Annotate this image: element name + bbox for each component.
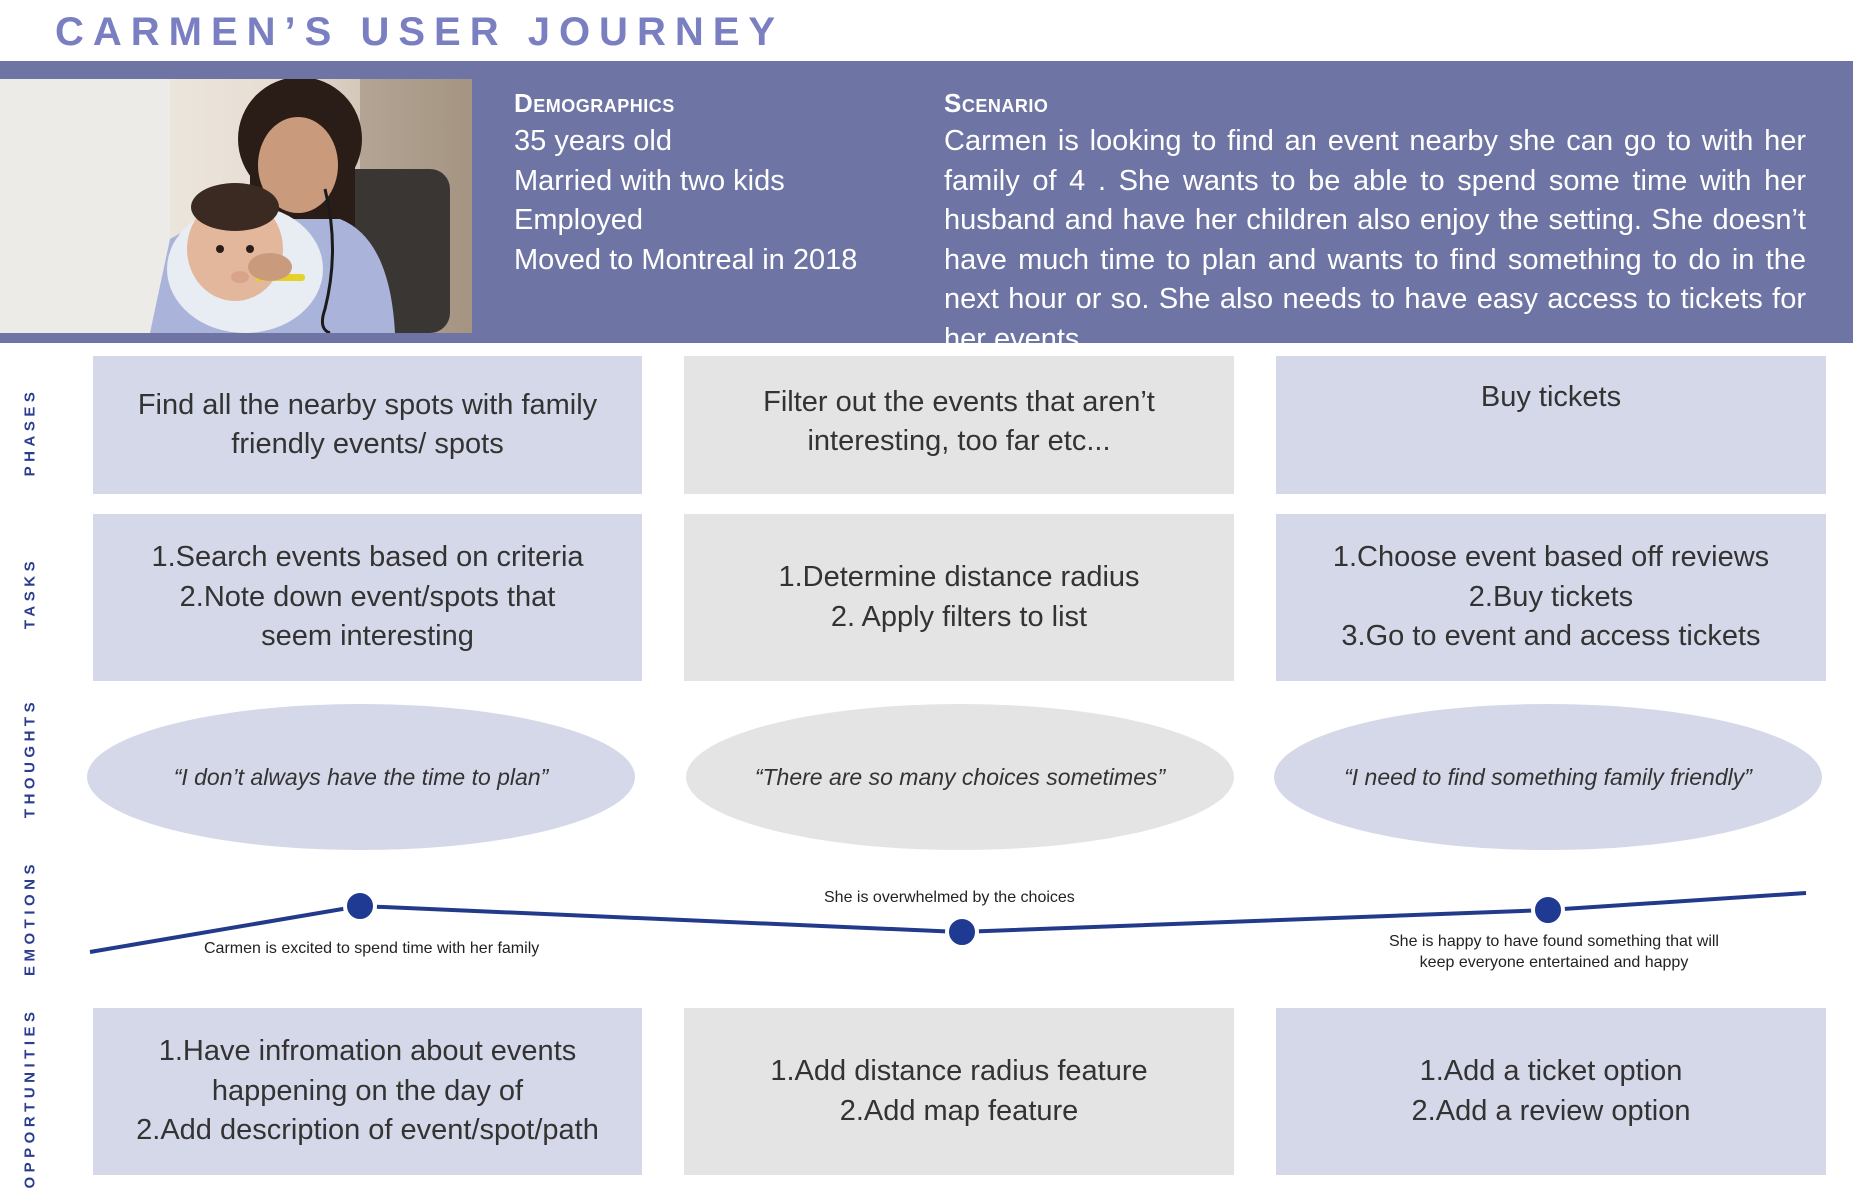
task-item: 3.Go to event and access tickets: [1341, 620, 1761, 653]
task-item: 2.Note down event/spots that seem intere…: [179, 580, 556, 653]
thought-text: “There are so many choices sometimes”: [754, 763, 1166, 790]
task-item: 1.Choose event based off reviews: [1332, 541, 1770, 574]
demographics-heading: Demographics: [514, 88, 675, 118]
opportunity-item: 1.Have infromation about events: [158, 1035, 577, 1068]
task-item: 2. Apply filters to list: [830, 600, 1088, 633]
task-item: 1.Determine distance radius: [778, 561, 1140, 593]
emotion-point: [945, 915, 979, 949]
task-card: 1.Search events based on criteria 2.Note…: [93, 514, 642, 681]
emotion-note-line: She is happy to have found something tha…: [1389, 933, 1719, 950]
demographics-item: Employed: [514, 204, 643, 236]
persona-photo: [0, 79, 472, 333]
thought-text: “I don’t always have the time to plan”: [173, 763, 549, 790]
mother-with-baby-photo-icon: [0, 79, 472, 333]
emotion-point: [1531, 893, 1565, 927]
demographics-item: Moved to Montreal in 2018: [514, 243, 858, 276]
thought-bubble: “I need to find something family friendl…: [1274, 704, 1822, 850]
emotion-note: She is happy to have found something tha…: [1376, 931, 1732, 973]
demographics-item: Married with two kids: [514, 164, 785, 197]
thought-text: “I need to find something family friendl…: [1344, 763, 1752, 790]
emotion-point: [343, 889, 377, 923]
task-card: 1.Choose event based off reviews 2.Buy t…: [1276, 514, 1826, 681]
opportunity-item: 2.Add a review option: [1411, 1094, 1691, 1127]
phase-card: Filter out the events that aren’t intere…: [684, 356, 1234, 494]
opportunity-item: 2.Add map feature: [839, 1094, 1079, 1127]
demographics-item: 35 years old: [514, 125, 672, 157]
thought-bubble: “I don’t always have the time to plan”: [87, 704, 635, 850]
phase-text: Find all the nearby spots with family fr…: [137, 388, 598, 461]
task-item: 2.Buy tickets: [1468, 580, 1634, 613]
phase-card: Find all the nearby spots with family fr…: [93, 356, 642, 494]
opportunity-item: 2.Add description of event/spot/path: [136, 1114, 599, 1147]
task-card: 1.Determine distance radius 2. Apply fil…: [684, 514, 1234, 681]
emotion-note: She is overwhelmed by the choices: [824, 889, 1075, 906]
thought-bubble: “There are so many choices sometimes”: [686, 704, 1234, 850]
phase-text: Buy tickets: [1480, 381, 1622, 413]
opportunity-item: 1.Add distance radius feature: [770, 1055, 1148, 1087]
demographics-list: 35 years old Married with two kids Emplo…: [514, 122, 857, 280]
phase-text: Filter out the events that aren’t intere…: [763, 385, 1155, 458]
opportunity-card: 1.Add a ticket option 2.Add a review opt…: [1276, 1008, 1826, 1175]
opportunity-item: happening on the day of: [211, 1074, 524, 1107]
phase-card: Buy tickets: [1276, 356, 1826, 494]
opportunity-card: 1.Have infromation about events happenin…: [93, 1008, 642, 1175]
emotion-note-line: keep everyone entertained and happy: [1419, 954, 1689, 971]
emotion-note: Carmen is excited to spend time with her…: [204, 940, 540, 957]
opportunity-item: 1.Add a ticket option: [1419, 1055, 1683, 1087]
scenario-heading: Scenario: [944, 88, 1049, 118]
scenario-text: Carmen is looking to find an event nearb…: [944, 125, 1806, 355]
task-item: 1.Search events based on criteria: [151, 541, 584, 574]
page-title: CARMEN’S USER JOURNEY: [55, 10, 785, 54]
opportunity-card: 1.Add distance radius feature 2.Add map …: [684, 1008, 1234, 1175]
